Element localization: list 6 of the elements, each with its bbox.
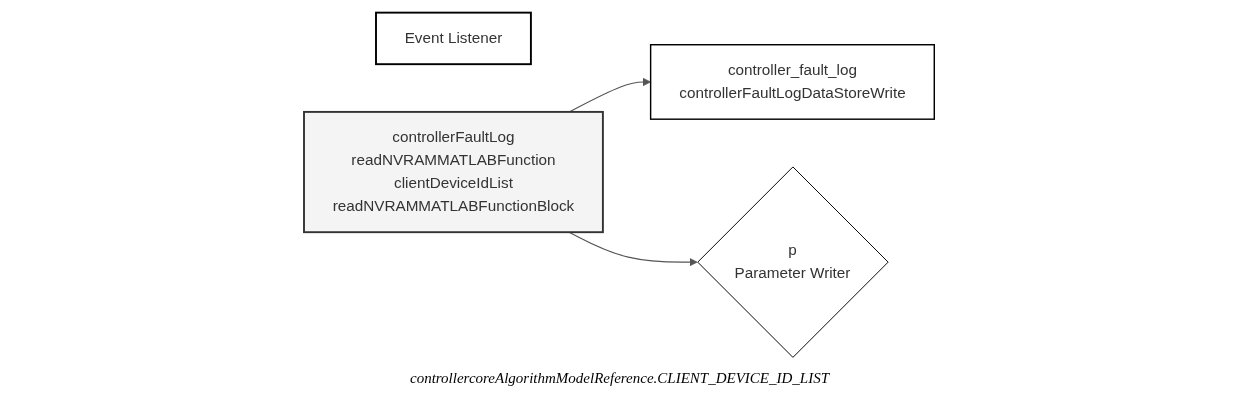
node-box: controllerFaultLog readNVRAMMATLABFunction clientDeviceIdList readNVRAMMATLABFunctionBlock bbox=[303, 110, 605, 234]
node-box: Event Listener bbox=[375, 11, 533, 66]
arrow bbox=[568, 231, 698, 267]
parameter-path-text: controllercoreAlgorithmModelReference.CLIENT_DEVICE_ID_LIST bbox=[409, 370, 831, 387]
node-box: controller_fault_log controllerFaultLogDataStoreWrite bbox=[650, 44, 936, 120]
node-diamond: p Parameter Writer bbox=[697, 166, 889, 358]
